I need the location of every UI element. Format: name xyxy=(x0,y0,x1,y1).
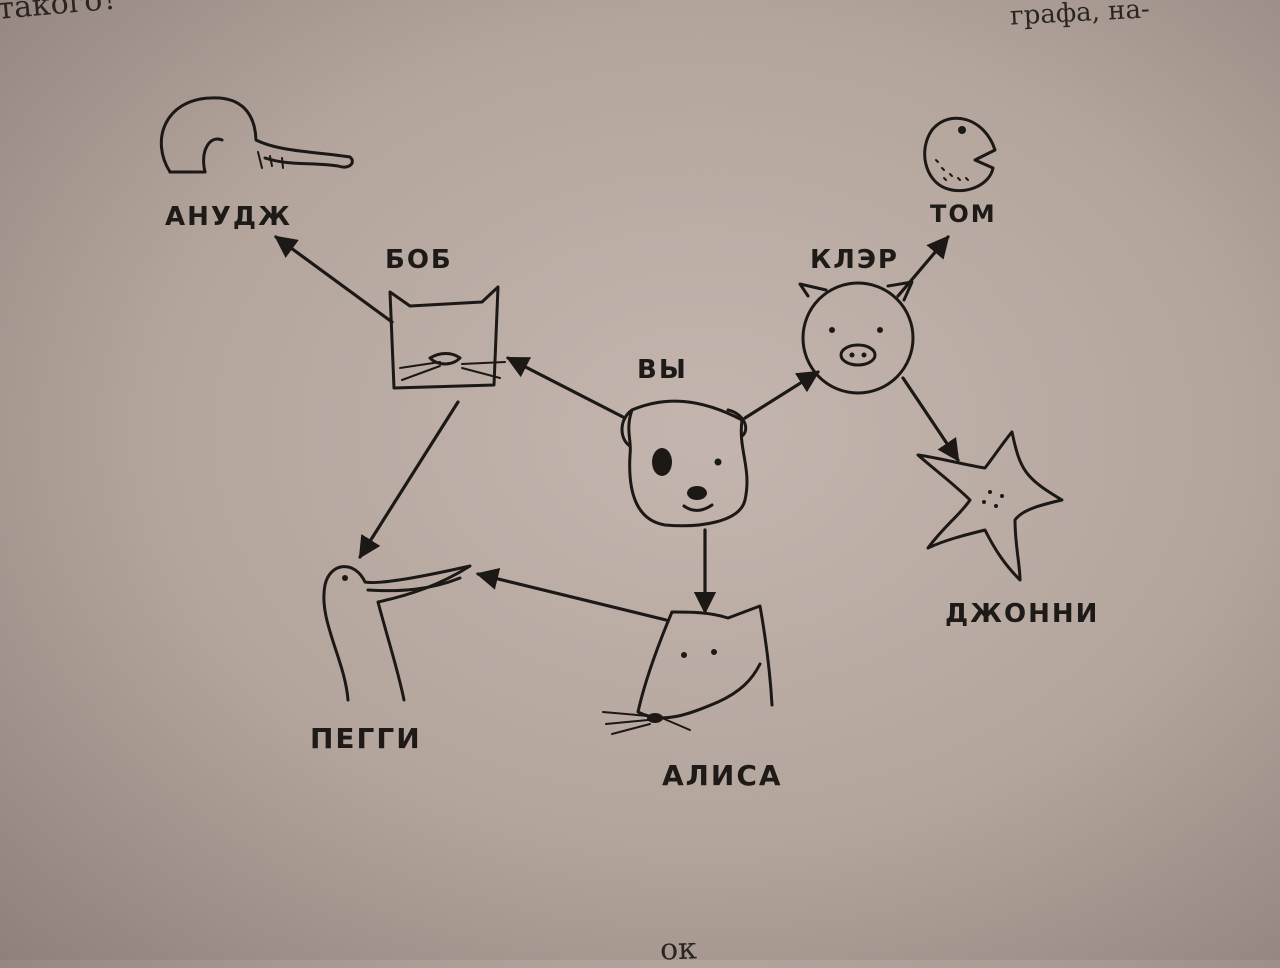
edge-you-claire xyxy=(743,370,820,420)
edge-alice-peggy xyxy=(475,567,668,622)
pacman-fish-icon xyxy=(923,116,997,193)
edge-bob-anuj xyxy=(274,235,394,324)
node-label-you: ВЫ xyxy=(637,355,688,385)
edge-claire-johnny xyxy=(901,376,960,462)
bird-icon xyxy=(322,564,472,702)
elephant-icon xyxy=(159,96,354,174)
node-label-tom: ТОМ xyxy=(930,200,997,228)
dog-icon xyxy=(620,399,749,528)
node-label-peggy: ПЕГГИ xyxy=(310,722,422,755)
graph-edges xyxy=(274,235,960,622)
cat-icon xyxy=(388,285,506,390)
starfish-icon xyxy=(916,430,1064,582)
node-label-anuj: АНУДЖ xyxy=(165,202,292,232)
edge-you-bob xyxy=(506,356,627,420)
node-label-alice: АЛИСА xyxy=(662,759,783,792)
node-label-johnny: ДЖОННИ xyxy=(945,599,1099,629)
mouse-icon xyxy=(602,604,774,735)
node-label-bob: БОБ xyxy=(385,245,453,275)
node-label-claire: КЛЭР xyxy=(810,245,899,275)
edge-bob-peggy xyxy=(358,400,460,559)
edge-claire-tom xyxy=(896,235,950,298)
pig-icon xyxy=(798,280,915,395)
